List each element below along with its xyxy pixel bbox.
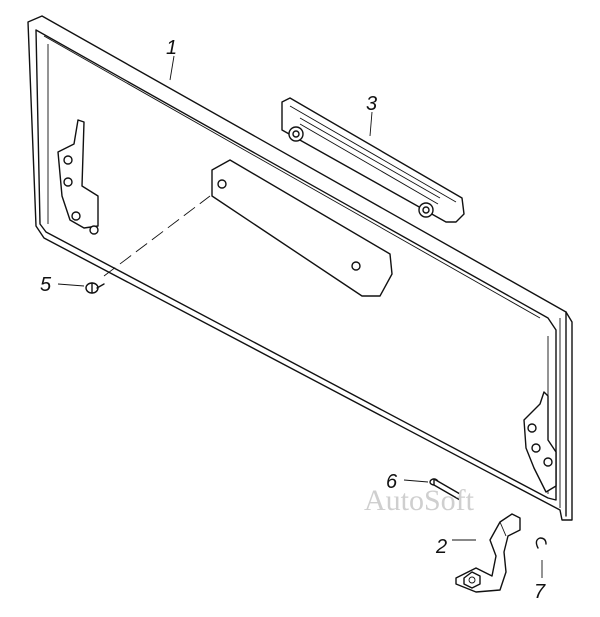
part-3-lamp (281, 97, 465, 223)
part-5-screw (85, 282, 105, 294)
part-7-clip (535, 537, 547, 549)
callout-5: 5 (40, 274, 52, 296)
callout-1: 1 (166, 37, 177, 59)
right-bracket (523, 391, 557, 493)
center-mount-plate (211, 159, 393, 297)
part-1-plate-frame (27, 15, 573, 521)
callout-3: 3 (366, 93, 377, 115)
leader-lines (57, 55, 543, 578)
callout-7: 7 (534, 581, 546, 603)
callout-6: 6 (386, 471, 398, 493)
callout-2: 2 (435, 536, 447, 558)
part-2-bracket (455, 513, 521, 593)
left-bracket (57, 119, 99, 235)
part-6-bolt (429, 478, 461, 501)
watermark-text: AutoSoft (364, 484, 475, 517)
